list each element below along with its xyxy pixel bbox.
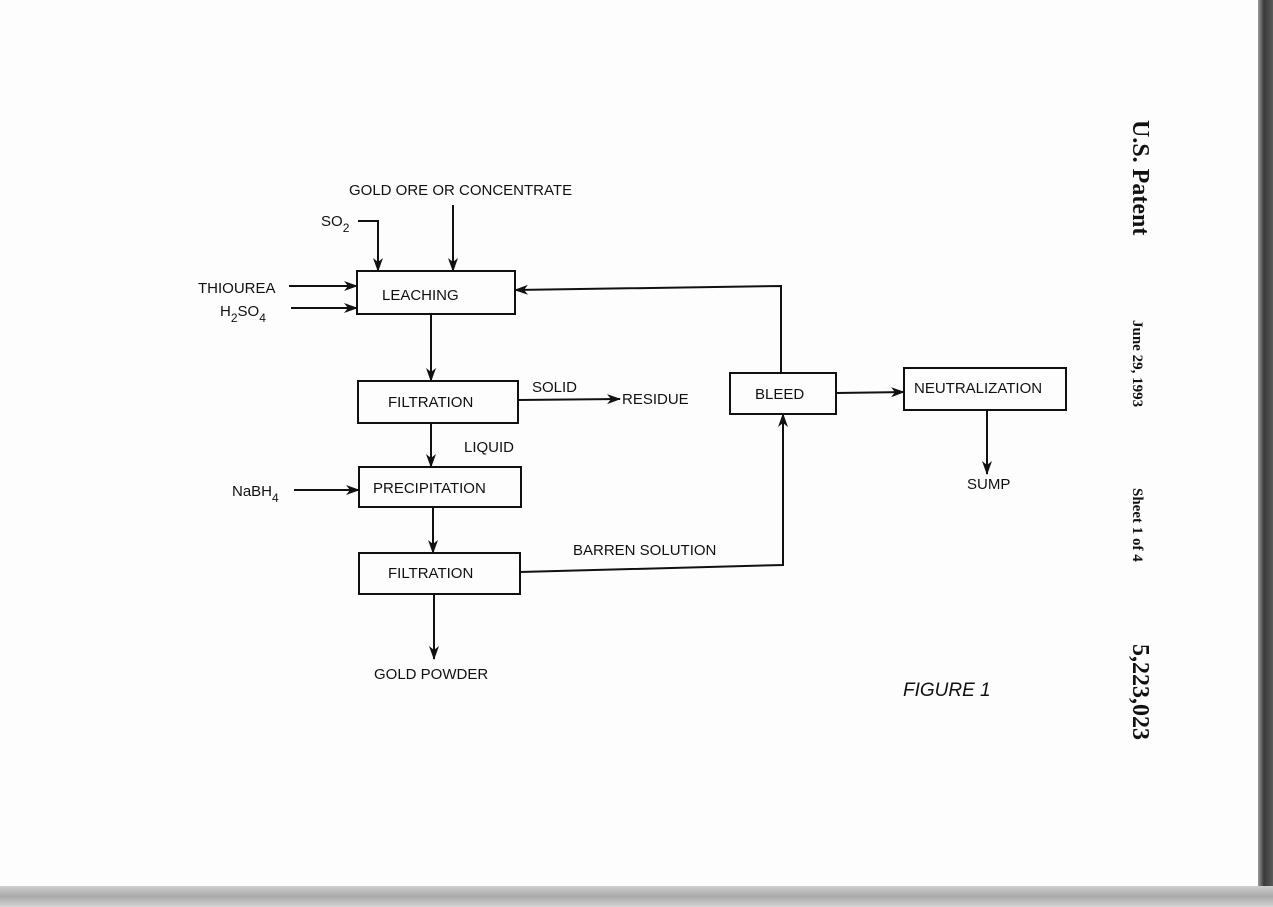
bleed-box: BLEED	[730, 373, 836, 414]
figure-caption: FIGURE 1	[903, 680, 991, 701]
so2-label: SO2	[321, 213, 350, 235]
bleed-label: BLEED	[755, 386, 804, 403]
nabh4-label: NaBH4	[232, 483, 279, 505]
arrow-solid-to-residue	[518, 399, 620, 400]
gold-powder-label: GOLD POWDER	[374, 666, 488, 683]
scan-edge-right	[1258, 0, 1273, 890]
h2so4-label: H2SO4	[220, 303, 266, 325]
neutralization-label: NEUTRALIZATION	[914, 380, 1042, 397]
neutralization-box: NEUTRALIZATION	[904, 368, 1066, 410]
filtration-1-label: FILTRATION	[388, 394, 473, 411]
patent-label: U.S. Patent	[1126, 120, 1153, 235]
gold-ore-label: GOLD ORE OR CONCENTRATE	[349, 182, 572, 199]
flow-arrows	[289, 205, 987, 659]
arrow-bleed-to-neutralization	[836, 392, 904, 393]
arrow-bleed-recycle-to-leaching	[515, 286, 781, 373]
sheet-number: Sheet 1 of 4	[1128, 488, 1145, 562]
filtration-box-1: FILTRATION	[358, 381, 518, 423]
solid-label: SOLID	[532, 379, 577, 396]
patent-number: 5,223,023	[1126, 644, 1153, 740]
filtration-2-label: FILTRATION	[388, 565, 473, 582]
filtration-box-2: FILTRATION	[359, 553, 520, 594]
leaching-label: LEACHING	[382, 287, 459, 304]
thiourea-label: THIOUREA	[198, 280, 276, 297]
leaching-box: LEACHING	[357, 271, 515, 314]
patent-date: June 29, 1993	[1128, 320, 1145, 407]
arrow-so2-to-leaching	[358, 221, 378, 271]
residue-label: RESIDUE	[622, 391, 689, 408]
patent-header: U.S. Patent June 29, 1993 Sheet 1 of 4 5…	[1115, 120, 1155, 770]
precipitation-label: PRECIPITATION	[373, 480, 486, 497]
liquid-label: LIQUID	[464, 439, 514, 456]
scan-edge-bottom	[0, 886, 1273, 907]
barren-solution-label: BARREN SOLUTION	[573, 542, 716, 559]
sump-label: SUMP	[967, 476, 1010, 493]
precipitation-box: PRECIPITATION	[359, 467, 521, 507]
